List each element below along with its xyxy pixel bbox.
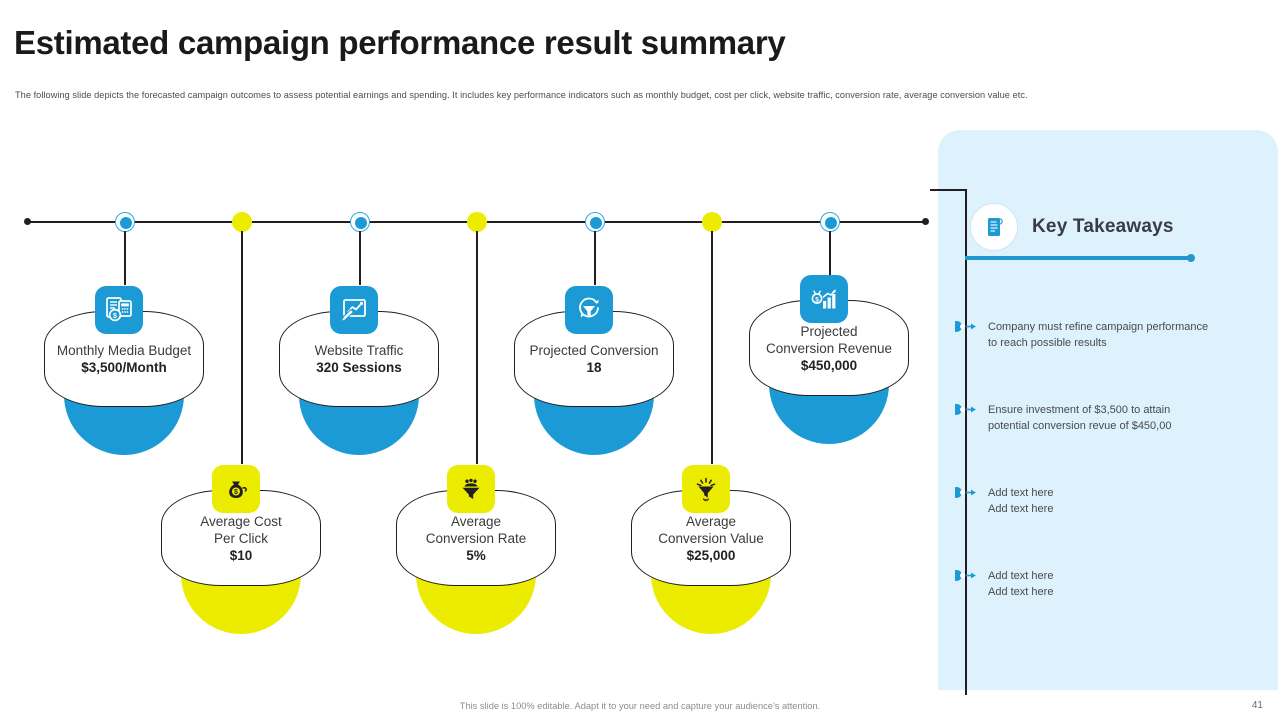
node-inner [590, 217, 602, 229]
takeaway-item-1: Company must refine campaign performance… [951, 319, 1268, 351]
timeline-diagram: $ Monthly Media Budget $3,500/Month Webs… [24, 212, 929, 634]
takeaway-text: Ensure investment of $3,500 to attain po… [988, 404, 1172, 432]
card-value: 18 [586, 360, 602, 375]
notes-document-icon [970, 203, 1018, 251]
conversion-funnel-icon [565, 286, 613, 334]
node-inner [472, 217, 484, 229]
metric-card-average-conversion-rate[interactable]: Average Conversion Rate 5% [396, 465, 556, 634]
key-takeaways-header: Key Takeaways [970, 203, 1174, 251]
node-inner [825, 217, 837, 229]
arrow-bullet-icon [951, 486, 977, 504]
card-label: Average Conversion Value [658, 513, 764, 546]
timeline-node-2[interactable] [232, 212, 252, 232]
svg-text:$: $ [113, 313, 117, 320]
panel-connector-horizontal [930, 189, 967, 191]
node-inner [120, 217, 132, 229]
card-body: $ Projected Conversion Revenue $450,000 [749, 275, 909, 396]
card-body: Projected Conversion 18 [514, 286, 674, 407]
node-inner [707, 217, 719, 229]
card-value: $450,000 [800, 357, 858, 373]
card-label: Monthly Media Budget [56, 343, 192, 358]
timeline-node-7[interactable] [820, 212, 840, 232]
metric-card-average-cost-per-click[interactable]: $ Average Cost Per Click $10 [161, 465, 321, 634]
card-value: $3,500/Month [81, 360, 167, 375]
people-funnel-icon [447, 465, 495, 513]
page-number: 41 [1251, 700, 1263, 711]
page-subtitle: The following slide depicts the forecast… [15, 90, 1028, 100]
takeaway-item-4: Add text here Add text here [951, 568, 1268, 600]
card-body: $ Monthly Media Budget $3,500/Month [44, 286, 204, 407]
metric-card-average-conversion-value[interactable]: Average Conversion Value $25,000 [631, 465, 791, 634]
card-value: $10 [229, 547, 253, 563]
stem-top-1 [124, 231, 126, 285]
timeline-cap-left [24, 218, 31, 225]
key-takeaways-title: Key Takeaways [1032, 216, 1174, 237]
takeaway-item-2: Ensure investment of $3,500 to attain po… [951, 402, 1268, 434]
takeaway-text: Company must refine campaign performance… [988, 321, 1209, 349]
stem-bottom-1 [241, 231, 243, 464]
stem-top-2 [359, 231, 361, 285]
metric-card-monthly-media-budget[interactable]: $ Monthly Media Budget $3,500/Month [44, 286, 204, 455]
timeline-node-5[interactable] [585, 212, 605, 232]
stem-top-4 [829, 231, 831, 285]
node-inner [237, 217, 249, 229]
card-value: 320 Sessions [316, 360, 402, 375]
arrow-bullet-icon [951, 403, 977, 421]
takeaway-item-3: Add text here Add text here [951, 485, 1268, 517]
timeline-node-3[interactable] [350, 212, 370, 232]
metric-card-projected-conversion-revenue[interactable]: $ Projected Conversion Revenue $450,000 [749, 275, 909, 444]
stem-bottom-3 [711, 231, 713, 464]
node-inner [355, 217, 367, 229]
revenue-growth-icon: $ [800, 275, 848, 323]
card-value: $25,000 [686, 547, 736, 563]
card-body: $ Average Cost Per Click $10 [161, 465, 321, 586]
metric-card-projected-conversion[interactable]: Projected Conversion 18 [514, 286, 674, 455]
card-body: Website Traffic 320 Sessions [279, 286, 439, 407]
svg-text:$: $ [815, 296, 819, 303]
timeline-cap-right [922, 218, 929, 225]
arrow-bullet-icon [951, 569, 977, 587]
traffic-chart-icon [330, 286, 378, 334]
card-body: Average Conversion Rate 5% [396, 465, 556, 586]
key-takeaways-underline [965, 254, 1195, 262]
page-title: Estimated campaign performance result su… [14, 24, 786, 61]
stem-bottom-2 [476, 231, 478, 464]
value-funnel-icon [682, 465, 730, 513]
card-label: Average Conversion Rate [425, 513, 527, 546]
card-label: Projected Conversion Revenue [765, 323, 893, 356]
takeaway-text: Add text here Add text here [988, 570, 1054, 598]
invoice-dollar-icon: $ [95, 286, 143, 334]
card-label: Website Traffic [314, 343, 404, 358]
metric-card-website-traffic[interactable]: Website Traffic 320 Sessions [279, 286, 439, 455]
card-label: Average Cost Per Click [200, 513, 282, 546]
timeline-node-1[interactable] [115, 212, 135, 232]
svg-text:$: $ [234, 489, 238, 496]
timeline-node-4[interactable] [467, 212, 487, 232]
card-value: 5% [466, 547, 486, 563]
panel-connector-vertical [965, 190, 967, 695]
money-bag-icon: $ [212, 465, 260, 513]
footer-note: This slide is 100% editable. Adapt it to… [459, 701, 821, 711]
card-label: Projected Conversion [529, 343, 659, 358]
stem-top-3 [594, 231, 596, 285]
card-body: Average Conversion Value $25,000 [631, 465, 791, 586]
arrow-bullet-icon [951, 320, 977, 338]
takeaway-text: Add text here Add text here [988, 487, 1054, 515]
timeline-node-6[interactable] [702, 212, 722, 232]
